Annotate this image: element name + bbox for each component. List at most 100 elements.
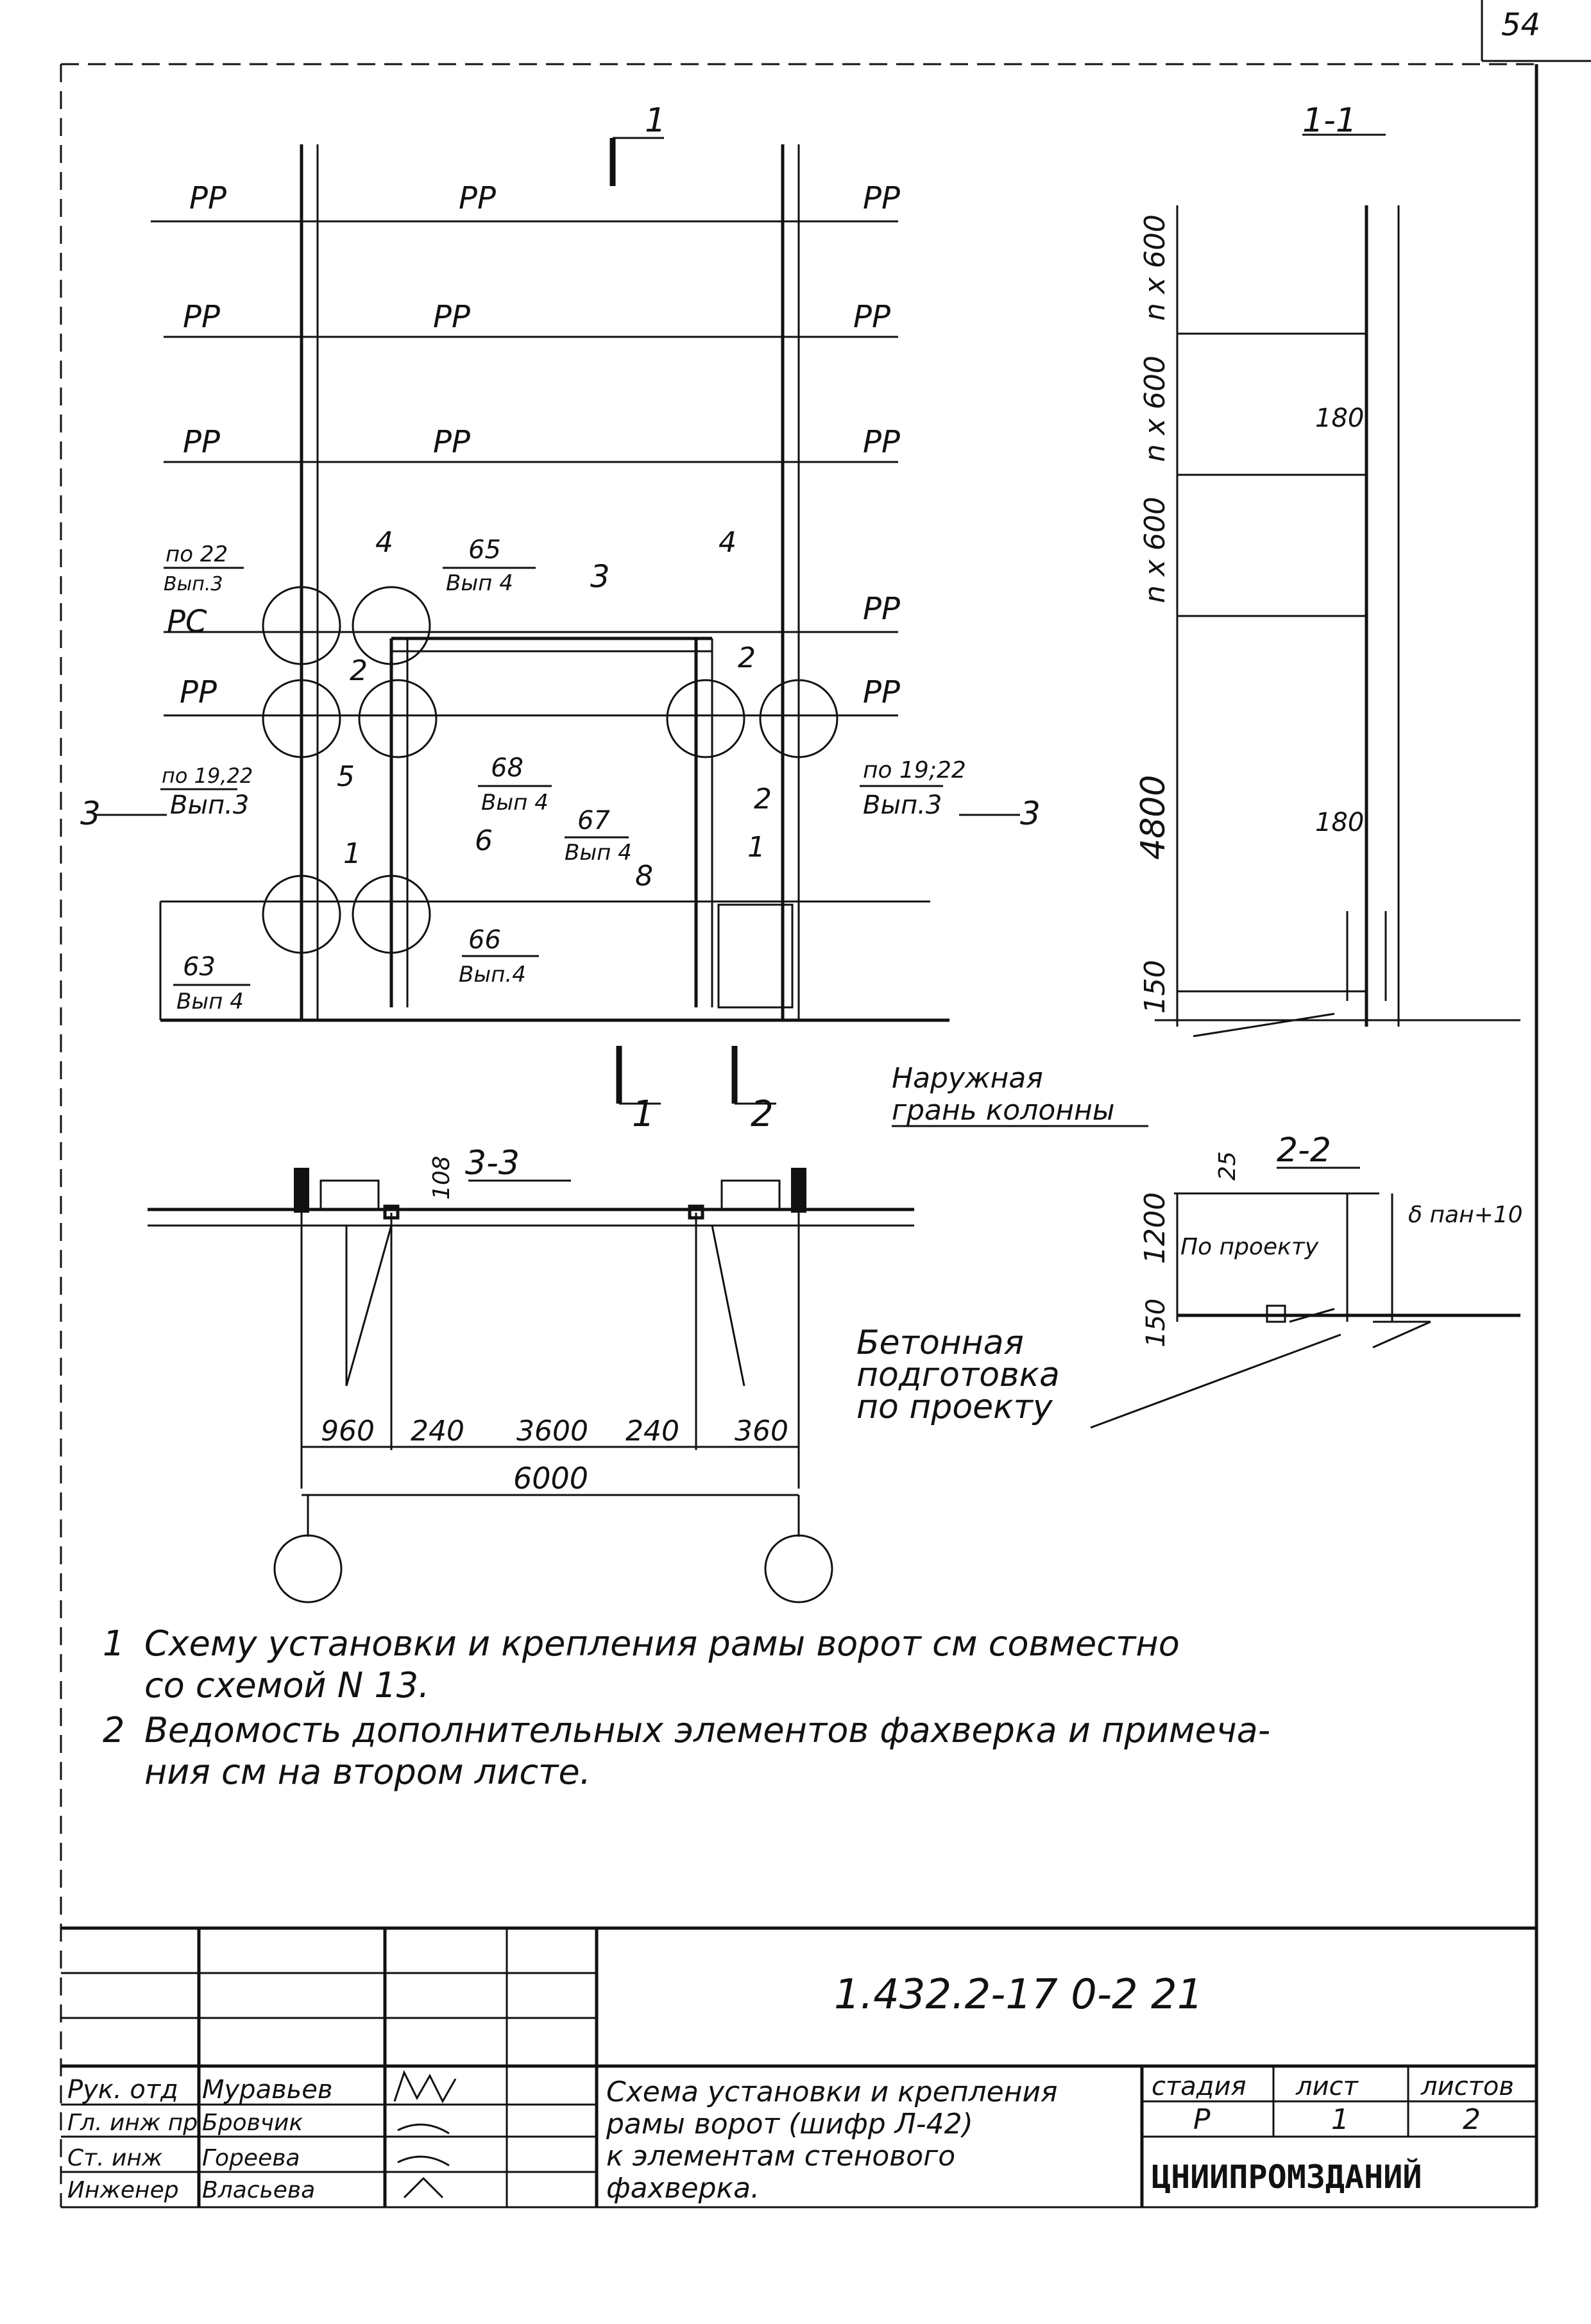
ref-den: Вып.4 (459, 962, 526, 987)
role-name: Бровчик (202, 2110, 303, 2136)
callout-outer-face-2: грань колонны (892, 1094, 1115, 1127)
callout-outer-face-1: Наружная (892, 1062, 1043, 1095)
label-pp: РР (433, 299, 470, 335)
ref-den: Вып 4 (446, 570, 513, 596)
section-1-1-title: 1-1 (1302, 101, 1357, 140)
header-sheets: листов (1420, 2072, 1514, 2101)
callout-leader (1090, 1333, 1341, 1429)
role-name: Муравьев (202, 2075, 332, 2105)
label-by-project: По проекту (1180, 1234, 1319, 1260)
callout-concrete-2: подготовка (856, 1356, 1060, 1394)
pos-number: 2 (754, 783, 772, 816)
ref-den: Вып 4 (565, 840, 632, 866)
pos-number: 8 (635, 860, 653, 893)
value-sheets: 2 (1463, 2103, 1481, 2136)
ref-den: Вып.3 (164, 573, 223, 595)
description-line: Схема установки и крепления (606, 2076, 1058, 2108)
note-number: 1 (103, 1623, 124, 1664)
section-2-2-view (1174, 1166, 1520, 1349)
note-line: ния см на втором листе. (144, 1752, 591, 1792)
ref-den: Вып 4 (176, 989, 244, 1014)
note-line: со схемой N 13. (144, 1665, 429, 1705)
ref-num: 63 (183, 952, 216, 982)
description-line: к элементам стенового (606, 2140, 955, 2173)
role-label: Инженер (67, 2177, 179, 2203)
section-3-mark-right: 3 (1020, 795, 1041, 832)
description-line: рамы ворот (шифр Л-42) (606, 2108, 973, 2140)
ref-num: 67 (577, 806, 610, 835)
section-1-1-view (1155, 133, 1520, 1038)
value-stage: Р (1193, 2103, 1211, 2136)
dim-6000: 6000 (513, 1461, 588, 1496)
sheet-number: 54 (1501, 7, 1540, 43)
section-2-2-title: 2-2 (1277, 1131, 1331, 1170)
label-pp: РР (183, 424, 220, 460)
cut-mark-1-top: 1 (645, 101, 666, 140)
label-pp: РР (180, 674, 217, 710)
dim-n600: n x 600 (1139, 214, 1171, 321)
label-pp: РР (433, 424, 470, 460)
pos-number: 6 (475, 825, 493, 857)
ref-num: 68 (491, 753, 523, 783)
label-pp: РР (863, 180, 900, 216)
ref-num: 65 (468, 535, 501, 565)
ref-num: по 19,22 (162, 764, 253, 788)
note-number: 2 (103, 1710, 124, 1750)
pos-number: 5 (337, 760, 355, 793)
ref-den: Вып.3 (170, 790, 249, 820)
dim-4800: 4800 (1134, 775, 1173, 860)
label-pp: РР (853, 299, 890, 335)
role-label: Рук. отд (67, 2075, 178, 2105)
dim-150: 150 (1139, 960, 1171, 1014)
dim-n600: n x 600 (1139, 355, 1171, 462)
ref-den: Вып.3 (863, 790, 942, 820)
role-name: Власьева (202, 2177, 315, 2203)
dim-150: 150 (1141, 1299, 1171, 1347)
label-pp: РР (189, 180, 226, 216)
dim-180: 180 (1315, 404, 1364, 433)
dim-n600: n x 600 (1139, 497, 1171, 603)
ref-num: 66 (468, 925, 501, 955)
value-sheet: 1 (1331, 2103, 1349, 2136)
dim-3600: 3600 (516, 1415, 588, 1448)
org-name: ЦНИИПРОМЗДАНИЙ (1152, 2158, 1422, 2196)
dim-108: 108 (429, 1156, 455, 1200)
callout-concrete-3: по проекту (856, 1388, 1053, 1426)
label-pp: РР (183, 299, 220, 335)
ref-fractions (160, 567, 943, 986)
cut-mark-1-bottom: 1 (632, 1093, 655, 1135)
dim-240: 240 (625, 1415, 679, 1448)
section-3-3-title: 3-3 (465, 1144, 520, 1183)
pos-number: 2 (350, 654, 368, 687)
dim-25: 25 (1214, 1151, 1241, 1181)
label-panel-thickness: δ пан+10 (1408, 1202, 1523, 1228)
label-pp: РР (863, 424, 900, 460)
note-line: Ведомость дополнительных элементов фахве… (144, 1710, 1270, 1750)
description-line: фахверка. (606, 2172, 760, 2205)
sheet-frame (60, 0, 1591, 2209)
signatures (393, 2070, 457, 2199)
ref-num: по 19;22 (863, 757, 966, 783)
pos-number: 4 (719, 526, 736, 559)
pos-number: 4 (375, 526, 393, 559)
role-name: Гореева (202, 2145, 300, 2171)
label-pc: РС (167, 604, 207, 640)
header-sheet: лист (1295, 2072, 1359, 2101)
cut-mark-2-bottom: 2 (751, 1093, 774, 1135)
drawing-code: 1.432.2-17 0-2 21 (834, 1971, 1203, 2019)
label-pp: РР (459, 180, 496, 216)
pos-number: 1 (747, 831, 765, 864)
header-stage: стадия (1152, 2072, 1246, 2101)
dim-240: 240 (411, 1415, 464, 1448)
title-block (61, 1926, 1536, 2207)
section-3-3-view (148, 1168, 914, 1603)
pos-number: 1 (343, 837, 361, 870)
label-pp: РР (863, 591, 900, 627)
pos-number: 3 (590, 559, 610, 595)
callout-concrete-1: Бетонная (856, 1324, 1024, 1362)
ref-num: по 22 (166, 542, 228, 567)
ref-den: Вып 4 (481, 790, 549, 816)
role-label: Ст. инж (67, 2145, 163, 2171)
elevation-view (96, 137, 1020, 1105)
